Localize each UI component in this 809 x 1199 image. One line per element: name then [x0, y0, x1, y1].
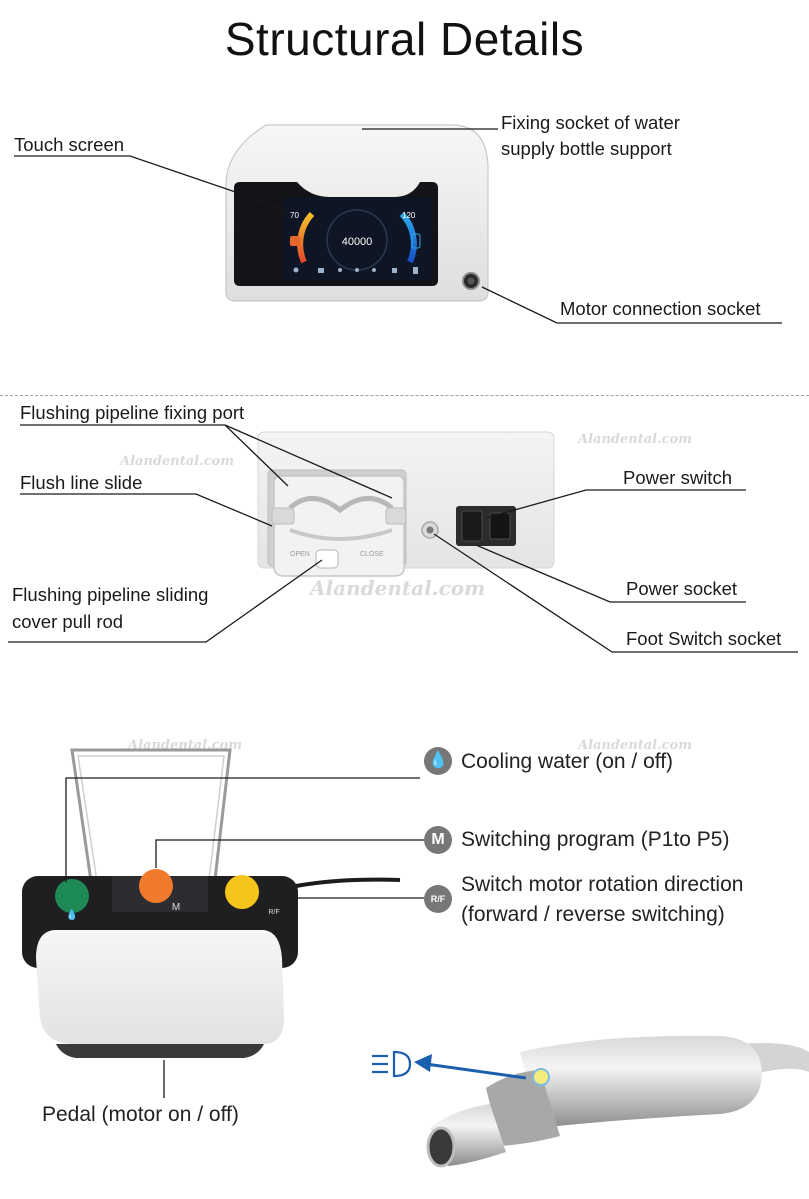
speed-gauge-left [297, 211, 315, 264]
watermark-2: Alandental.com [578, 432, 692, 447]
label-pull-rod-1: Flushing pipeline sliding [12, 584, 209, 605]
headlight-icon [372, 1050, 412, 1078]
page-title: Structural Details [224, 13, 585, 65]
label-flush-slide: Flush line slide [20, 472, 143, 493]
label-motor-connection-socket: Motor connection socket [560, 298, 761, 319]
foot-switch-leader-line [433, 533, 798, 653]
label-rotation-1: Switch motor rotation direction [461, 873, 744, 896]
power-switch [461, 510, 483, 542]
label-cooling-water: Cooling water (on / off) [461, 750, 674, 773]
power-socket-leader-line [475, 544, 746, 603]
pump-close-mark: CLOSE [360, 551, 384, 558]
m-badge-icon: M [424, 826, 452, 854]
screen-speed-value: 40000 [342, 236, 373, 248]
motor-socket-leader-line [481, 286, 782, 324]
label-foot-switch-socket: Foot Switch socket [626, 628, 782, 649]
label-fixing-socket-1: Fixing socket of water [501, 112, 680, 133]
led-light [532, 1068, 550, 1086]
section-divider [0, 395, 809, 396]
rear-panel-illustration: OPEN CLOSE [8, 424, 798, 653]
pedal-handle [70, 748, 232, 889]
screen-left-value: 70 [290, 211, 299, 220]
label-rotation-2: (forward / reverse switching) [461, 903, 725, 926]
rf-badge-icon: R/F [424, 885, 452, 913]
label-touch-screen: Touch screen [14, 134, 125, 155]
program-leader-line [155, 839, 424, 868]
water-drop-icon: 💧 [424, 747, 452, 775]
touch-screen-leader-line [14, 155, 289, 211]
pedal-rf-mark: R/F [268, 909, 279, 916]
label-flushing-port: Flushing pipeline fixing port [20, 402, 245, 423]
screen-right-value: 120 [402, 211, 416, 220]
label-pedal: Pedal (motor on / off) [42, 1103, 239, 1126]
pedal-cable [295, 877, 401, 888]
sliding-cover-pull-rod [315, 549, 339, 569]
flush-slide-leader-line [20, 493, 273, 527]
label-pull-rod-2: cover pull rod [12, 611, 124, 632]
rotation-direction-button[interactable] [225, 875, 259, 909]
light-direction-arrow [425, 1062, 527, 1080]
control-unit-illustration: 40000 70 120 [14, 124, 782, 324]
flushing-port-leader-line-b [224, 424, 393, 499]
screen-icon-strip [293, 267, 418, 274]
label-fixing-socket-2: supply bottle support [501, 138, 672, 159]
power-socket [489, 512, 511, 540]
speed-gauge-right [399, 211, 417, 264]
flushing-pipeline-fixing-port [385, 507, 407, 525]
power-switch-leader-line [485, 489, 746, 519]
watermark-5: Alandental.com [578, 738, 692, 753]
foot-pedal-illustration: 💧 M R/F [22, 748, 809, 1168]
pedal-pad[interactable] [36, 930, 284, 1044]
pull-rod-leader-line [8, 559, 323, 643]
label-power-switch: Power switch [623, 467, 732, 488]
label-switching-program: Switching program (P1to P5) [461, 828, 730, 851]
motor-handpiece [426, 1035, 809, 1168]
pedal-m-mark: M [172, 902, 180, 913]
watermark-1: Alandental.com [120, 454, 234, 469]
pump-open-mark: OPEN [290, 551, 310, 558]
water-drop-mark-icon: 💧 [66, 908, 78, 921]
flush-line-slide [271, 507, 295, 525]
peristaltic-pump [273, 475, 405, 577]
cooling-water-button[interactable] [55, 879, 89, 913]
cooling-water-leader-line [65, 777, 420, 882]
label-power-socket: Power socket [626, 578, 738, 599]
program-switch-button[interactable] [139, 869, 173, 903]
watermark-3: Alandental.com [310, 576, 486, 600]
